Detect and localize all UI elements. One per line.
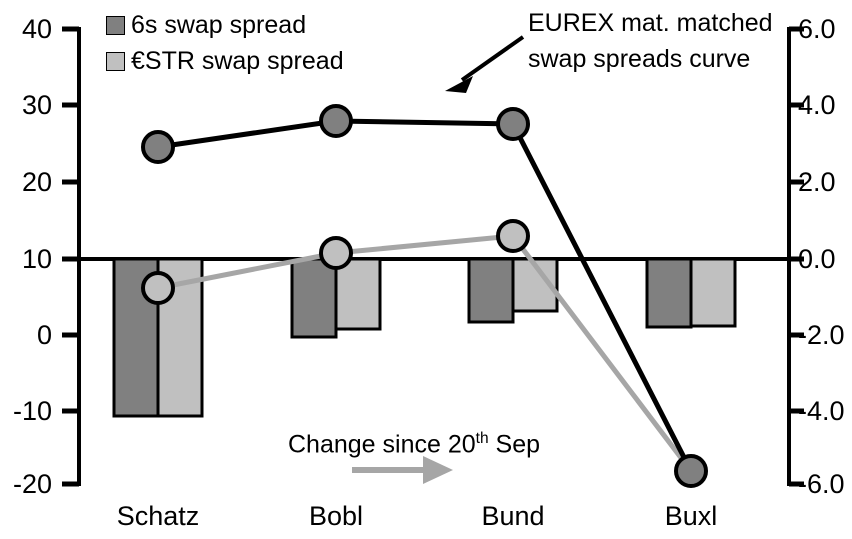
x-axis-category-buxl: Buxl [664,501,718,531]
y-axis-left-tick-30: 30 [21,90,52,120]
change-since-annotation-text: Change since 20th Sep [288,424,540,459]
y-axis-left-tick-10: 10 [21,244,52,274]
right-axis-spine [787,26,804,487]
eurex-annotation-arrow-icon [445,35,525,93]
x-axis-category-bobl: Bobl [308,501,364,531]
y-axis-right-tick-6: 6.0 [798,14,836,44]
bar-estr-bobl [334,257,382,331]
legend-label-6s-swap-spread: 6s swap spread [131,11,307,39]
gray-change-line [157,233,693,473]
change-since-prefix: Change since 20 [288,430,476,459]
y-axis-right-tick-4: 4.0 [798,90,836,120]
eurex-annotation-line2: swap spreads curve [528,45,751,73]
y-axis-left-tick-neg20: -20 [12,469,52,499]
y-axis-right-tick-0: 0.0 [798,244,836,274]
gray-line-markers [141,219,530,305]
x-axis-category-schatz: Schatz [116,501,200,531]
y-axis-left-tick-20: 20 [21,167,52,197]
y-axis-right-tick-2: 2.0 [798,167,836,197]
left-axis-spine [62,26,81,487]
change-since-suffix: Sep [488,430,541,459]
legend-item-estr-swap-spread[interactable]: €STR swap spread [106,49,344,74]
bar-estr-buxl [689,257,737,328]
bar-group-buxl [645,257,737,329]
change-since-arrow-icon [352,456,453,484]
eurex-line-markers [141,104,708,488]
bar-6s-bobl [290,257,338,339]
bar-group-bobl [290,257,382,339]
eurex-swap-spread-line [157,118,694,473]
y-axis-left-tick-40: 40 [21,14,52,44]
y-axis-right-tick-neg4: -4.0 [798,396,845,426]
bar-6s-bund [467,257,515,324]
y-axis-left-tick-0: 0 [36,320,52,350]
eurex-annotation-line1: EUREX mat. matched [528,9,773,37]
change-since-superscript: th [475,430,489,447]
x-axis-category-bund: Bund [481,501,545,531]
bar-6s-buxl [645,257,693,329]
y-axis-left-tick-neg10: -10 [12,396,52,426]
legend-swatch-estr-swap-spread [106,52,125,71]
y-axis-right-tick-neg2: -2.0 [798,320,845,350]
bar-group-bund [467,257,559,324]
legend-label-estr-swap-spread: €STR swap spread [131,47,344,75]
legend-swatch-6s-swap-spread [106,16,125,35]
y-axis-right-tick-neg6: -6.0 [798,469,845,499]
legend-item-6s-swap-spread[interactable]: 6s swap spread [106,13,306,38]
